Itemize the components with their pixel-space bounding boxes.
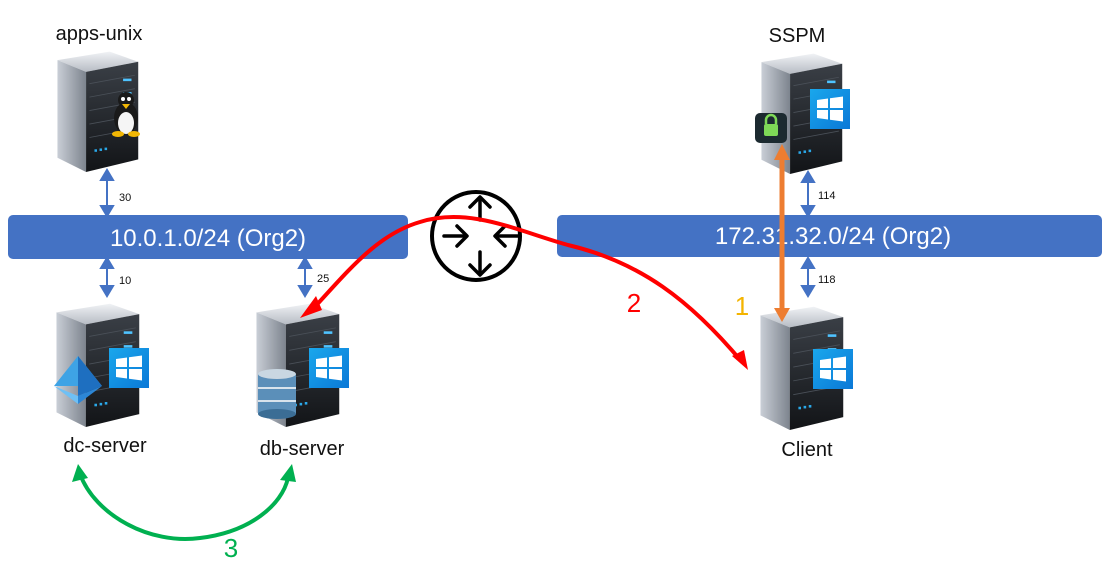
windows-logo-icon [309, 348, 349, 388]
path-client-to-sspm [774, 144, 790, 322]
port-dc-server: 10 [119, 275, 131, 287]
server-client[interactable] [759, 306, 853, 430]
step-3-label: 3 [224, 533, 238, 563]
path-dc-to-db [72, 464, 296, 541]
label-db-server: db-server [260, 438, 345, 460]
label-dc-server: dc-server [63, 435, 147, 457]
active-directory-icon [54, 356, 102, 404]
network-right-band [557, 215, 1102, 257]
port-sspm: 114 [818, 190, 836, 202]
network-left-band [8, 215, 408, 259]
link-apps-unix [99, 168, 115, 218]
windows-logo-icon [810, 89, 850, 129]
server-sspm[interactable] [755, 53, 850, 174]
link-dc-server [99, 256, 115, 298]
database-icon [258, 369, 296, 419]
router-icon [430, 190, 522, 282]
label-client: Client [781, 439, 833, 461]
step-1-label: 1 [735, 291, 749, 321]
link-client [800, 256, 816, 298]
port-client: 118 [818, 274, 836, 286]
port-apps-unix: 30 [119, 192, 131, 204]
label-sspm: SSPM [769, 25, 826, 47]
server-db-server[interactable] [255, 303, 349, 427]
server-dc-server[interactable] [54, 303, 149, 427]
step-2-label: 2 [627, 288, 641, 318]
link-sspm [800, 170, 816, 218]
path-db-to-client [300, 214, 748, 370]
lock-icon [755, 113, 787, 143]
network-right-label: 172.31.32.0/24 (Org2) [715, 223, 951, 250]
windows-logo-icon [813, 349, 853, 389]
link-db-server [297, 256, 313, 298]
server-apps-unix[interactable] [56, 51, 140, 172]
label-apps-unix: apps-unix [56, 23, 143, 45]
linux-tux-icon [112, 92, 140, 137]
port-db-server: 25 [317, 273, 329, 285]
windows-logo-icon [109, 348, 149, 388]
network-left-label: 10.0.1.0/24 (Org2) [110, 225, 306, 252]
